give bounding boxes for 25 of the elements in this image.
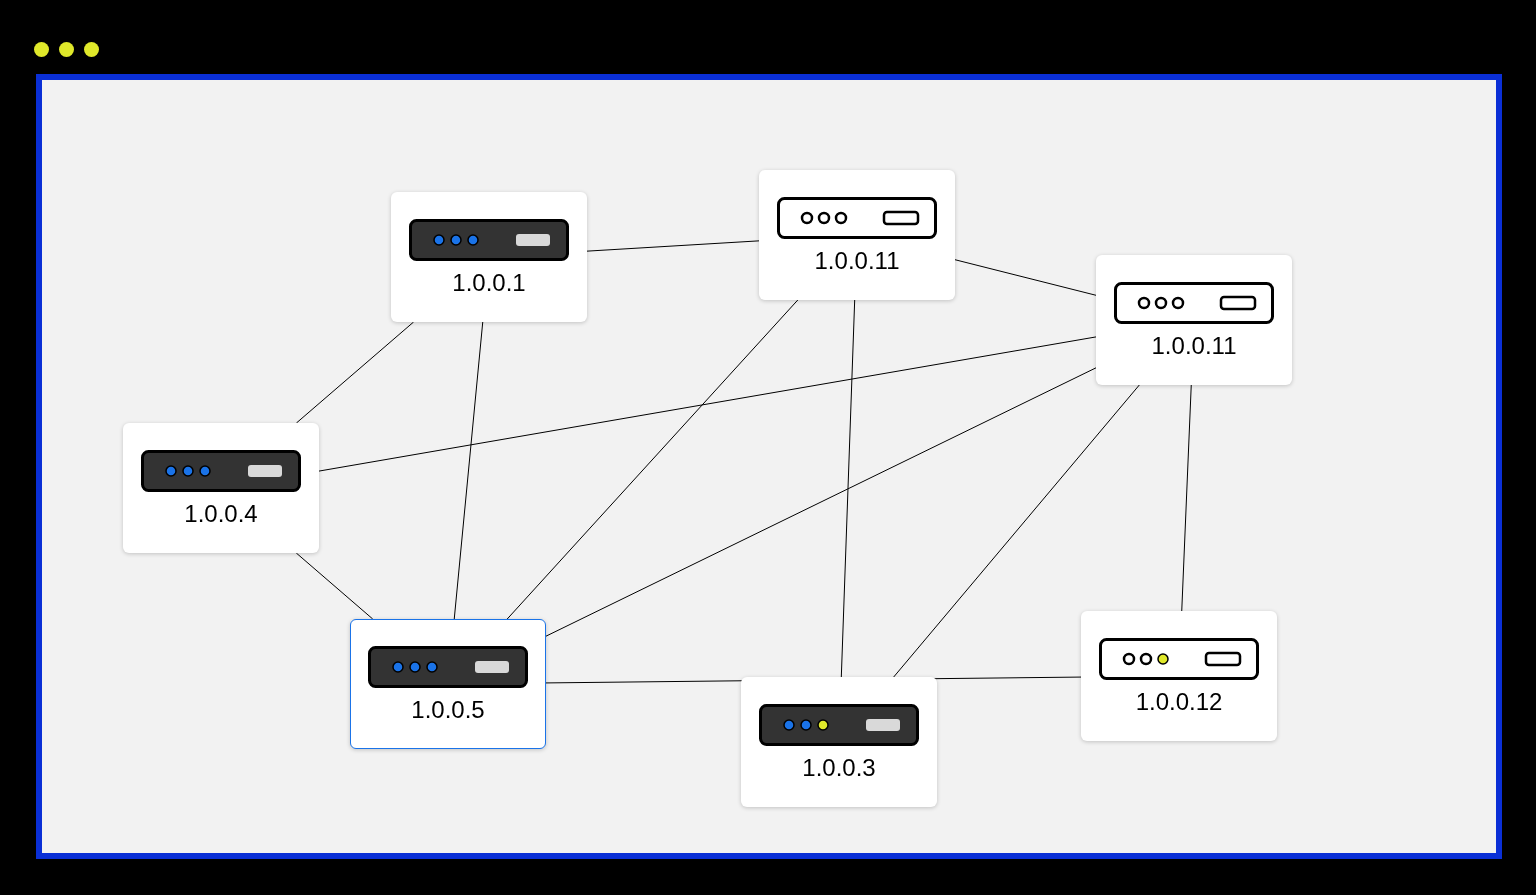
connector-line <box>545 367 1097 637</box>
connector-line <box>453 321 484 620</box>
connector-line <box>586 240 760 252</box>
connector-line <box>318 336 1097 472</box>
connector-line <box>1181 384 1192 612</box>
connector-line <box>893 384 1140 678</box>
ip-address: 1.0.0.5 <box>411 698 485 722</box>
ip-address: 1.0.0.4 <box>184 502 258 526</box>
connector-line <box>506 299 799 620</box>
device-card <box>123 423 319 553</box>
connector-line <box>954 259 1097 296</box>
device-card <box>391 192 587 322</box>
connector-line <box>295 552 374 620</box>
ip-address: 1.0.0.11 <box>1151 334 1237 358</box>
connector-line <box>295 321 415 424</box>
connector-line <box>840 299 856 678</box>
ip-address: 1.0.0.12 <box>1135 690 1223 714</box>
ip-address: 1.0.0.3 <box>802 756 876 780</box>
ip-address: 1.0.0.11 <box>814 249 900 273</box>
ip-address: 1.0.0.1 <box>452 271 526 295</box>
device-card <box>1096 255 1292 385</box>
device-card <box>759 170 955 300</box>
device-card <box>741 677 937 807</box>
device-card <box>1081 611 1277 741</box>
device-card <box>350 619 546 749</box>
